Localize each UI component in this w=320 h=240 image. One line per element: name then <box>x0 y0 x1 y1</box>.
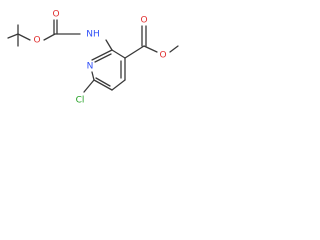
atom-nh: NH <box>86 30 100 40</box>
tert-butyl-group <box>7 24 31 47</box>
bond-o-methyl <box>169 45 179 53</box>
ring-bond-4 <box>93 79 113 91</box>
ring-bond-5 <box>91 71 95 81</box>
ring-bond-4-inner <box>95 77 111 87</box>
bond-ring-c-ester <box>124 45 145 59</box>
bond-ring-cl <box>83 79 95 93</box>
ring-bond-6 <box>91 49 113 61</box>
ring-bond-1 <box>111 49 126 59</box>
ring-bond-3 <box>111 79 126 91</box>
atom-o-carbonyl-boc: O <box>52 10 59 20</box>
atom-n-ring: N <box>87 62 94 72</box>
atom-cl: Cl <box>76 96 85 106</box>
bond-tbu-2 <box>7 33 19 39</box>
bond-o-c <box>43 33 56 41</box>
bond-nh-ring <box>105 39 113 51</box>
methyl-ester <box>124 25 179 59</box>
structure-diagram: O O NH O O N Cl <box>7 10 179 106</box>
ring-bond-6-inner <box>94 53 112 63</box>
atom-o-ether: O <box>33 36 40 46</box>
bond-tbu-o <box>17 33 31 41</box>
atom-o-methoxy: O <box>159 51 166 61</box>
boc-carbamate <box>43 19 81 41</box>
bond-c-o-methoxy <box>143 45 158 53</box>
atom-o-carbonyl-ester: O <box>140 16 147 26</box>
pyridine-ring <box>91 49 126 91</box>
